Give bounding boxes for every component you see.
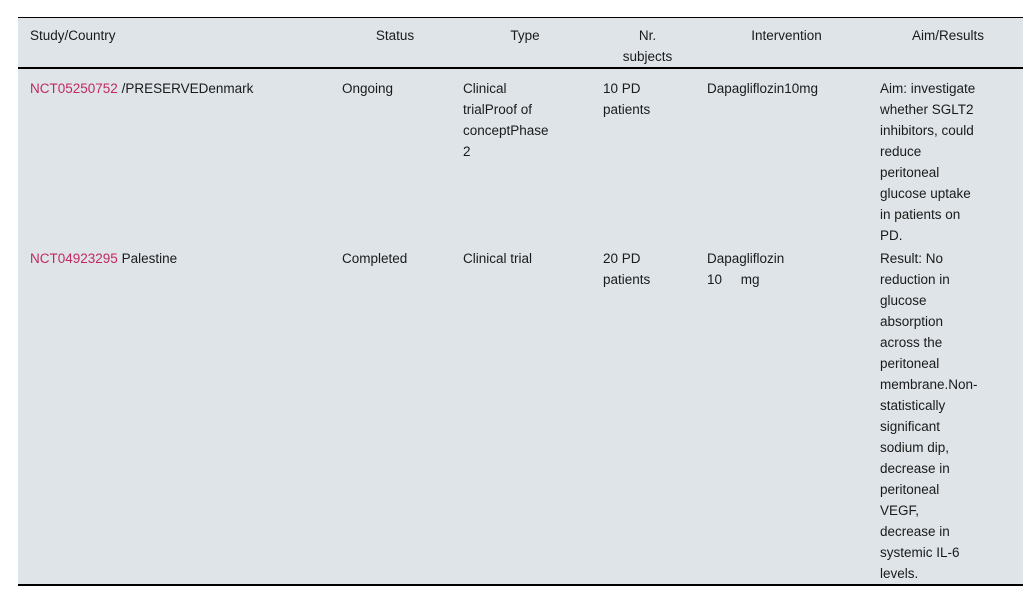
cell-status: Completed: [342, 251, 408, 266]
cell-study-country: NCT05250752 /PRESERVEDenmark: [18, 68, 335, 246]
table-row: NCT05250752 /PRESERVEDenmark Ongoing Cli…: [18, 68, 1023, 246]
clinical-trials-table-container: Study/Country Status Type Nr. subjects I…: [18, 17, 1023, 586]
cell-status: Ongoing: [342, 81, 394, 96]
column-header-status: Status: [335, 18, 455, 69]
cell-nr-subjects: 10 PD patients: [603, 81, 651, 117]
cell-type: Clinical trialProof of conceptPhase 2: [463, 81, 549, 159]
cell-type: Clinical trial: [463, 251, 533, 266]
column-header-intervention: Intervention: [700, 18, 873, 69]
table-body: NCT05250752 /PRESERVEDenmark Ongoing Cli…: [18, 68, 1023, 584]
cell-study-country: NCT04923295 Palestine: [18, 246, 335, 584]
cell-aim-results: Result: No reduction in glucose absorpti…: [880, 251, 978, 581]
nct-registry-link[interactable]: NCT04923295: [30, 251, 118, 266]
clinical-trials-table: Study/Country Status Type Nr. subjects I…: [18, 18, 1023, 584]
study-country-text: Palestine: [117, 251, 178, 266]
column-header-type: Type: [455, 18, 595, 69]
cell-aim-results: Aim: investigate whether SGLT2 inhibitor…: [880, 81, 976, 243]
cell-intervention: Dapagliflozin10mg: [707, 81, 819, 96]
table-row: NCT04923295 Palestine Completed Clinical…: [18, 246, 1023, 584]
nct-registry-link[interactable]: NCT05250752: [30, 81, 118, 96]
column-header-nr-subjects: Nr. subjects: [595, 18, 700, 69]
column-header-aim-results: Aim/Results: [873, 18, 1023, 69]
column-header-study-country: Study/Country: [18, 18, 335, 69]
table-header: Study/Country Status Type Nr. subjects I…: [18, 18, 1023, 69]
cell-intervention: Dapagliflozin 10 mg: [707, 251, 785, 287]
header-row: Study/Country Status Type Nr. subjects I…: [18, 18, 1023, 69]
study-country-text: /PRESERVEDenmark: [117, 81, 254, 96]
cell-nr-subjects: 20 PD patients: [603, 251, 651, 287]
